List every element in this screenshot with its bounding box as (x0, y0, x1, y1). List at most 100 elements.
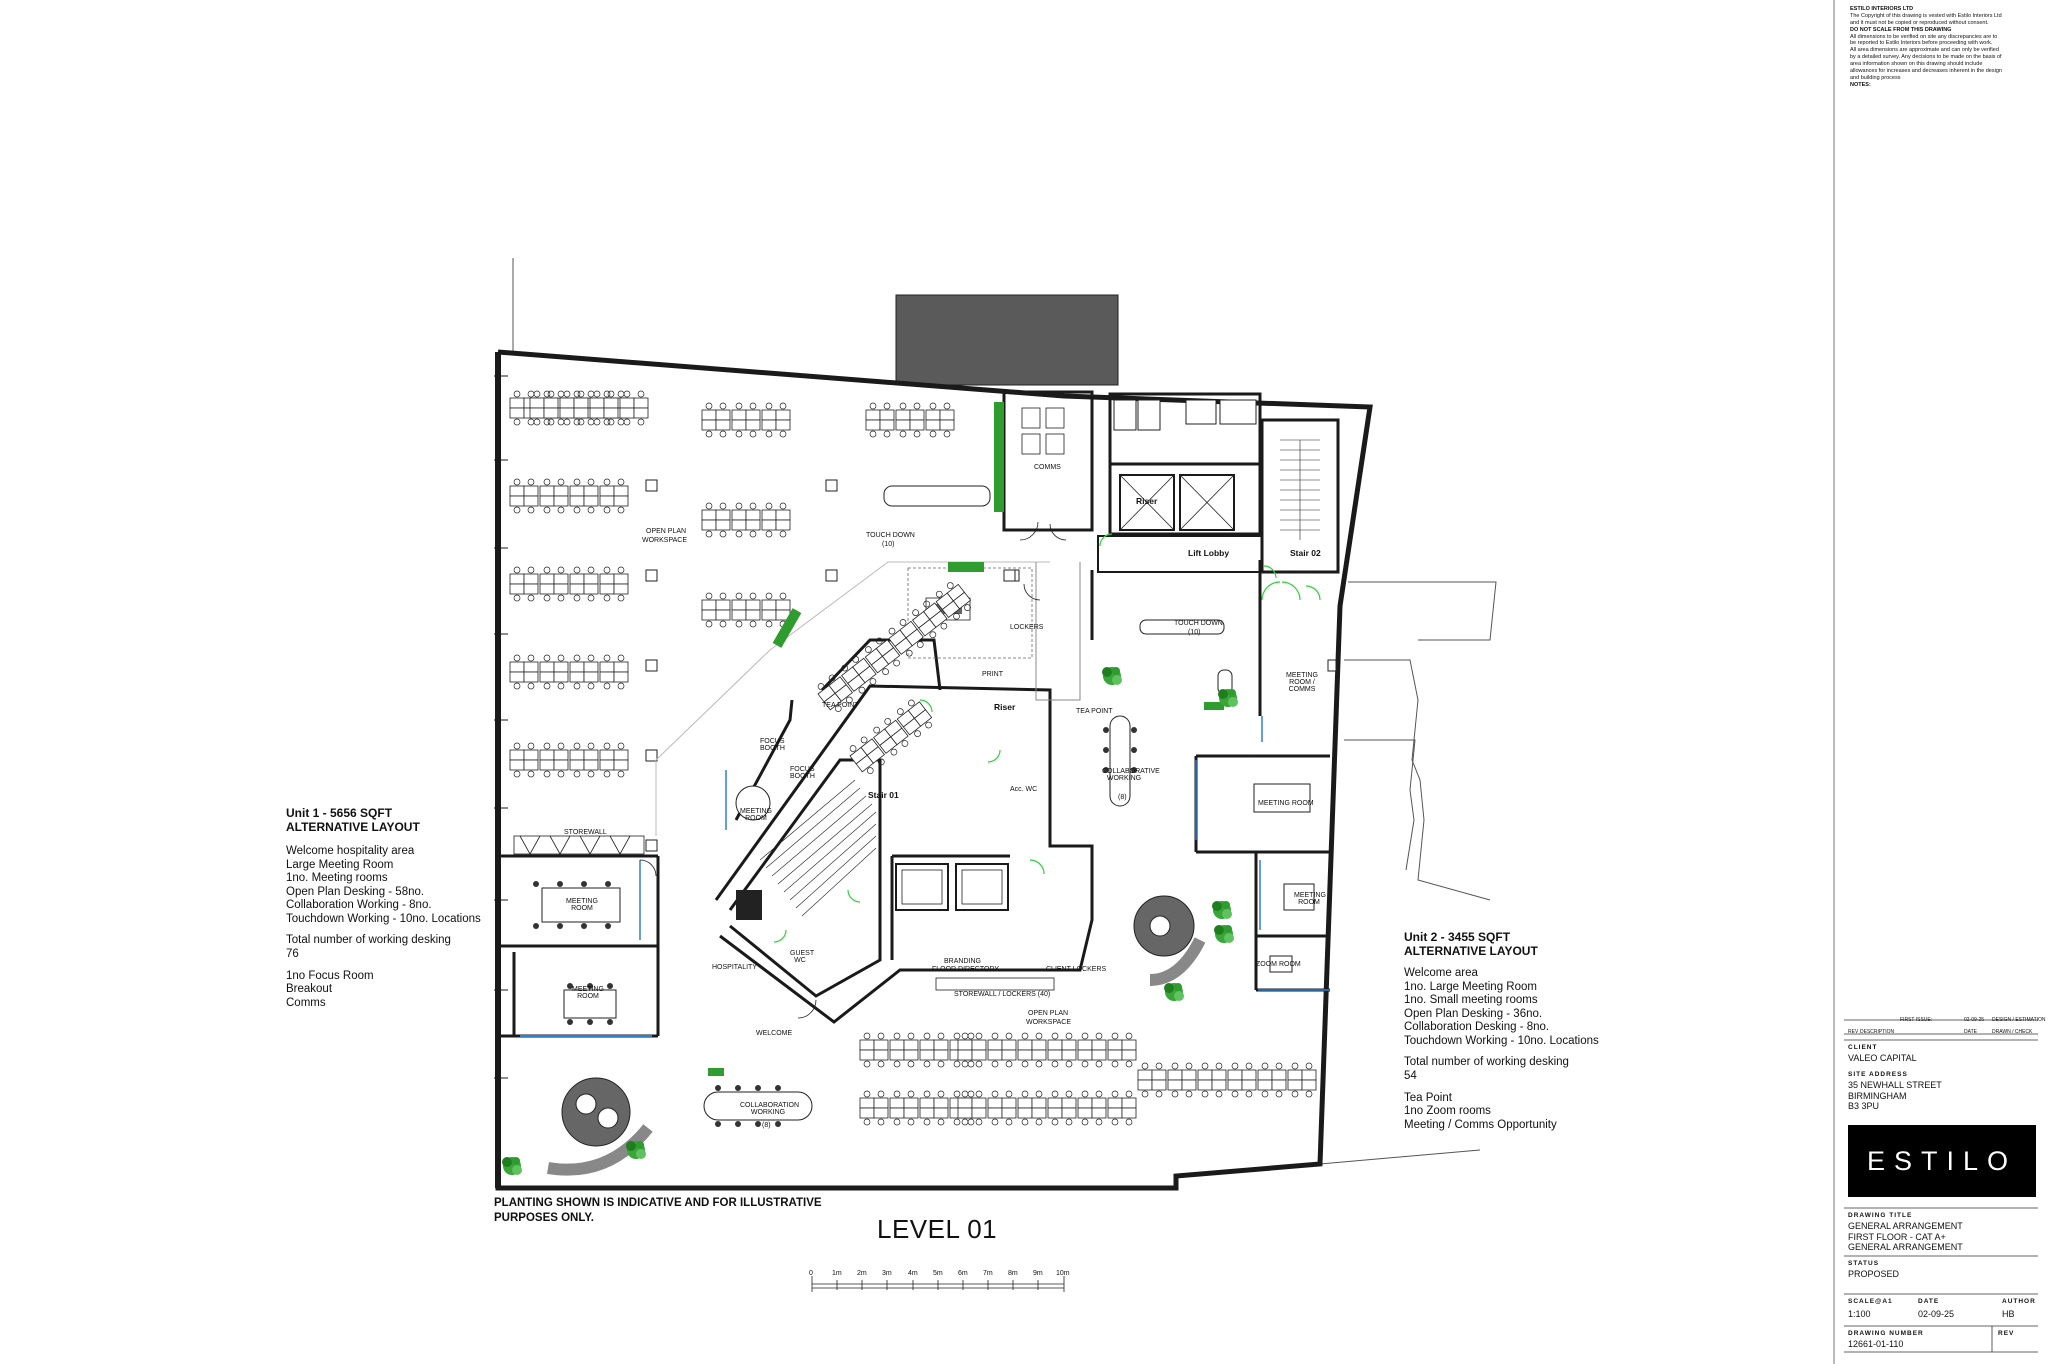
date-value: 02-09-25 (1918, 1309, 1955, 1319)
unit2-total-value: 54 (1404, 1069, 1417, 1082)
room-label-meeting-room-comms: MEETING ROOM / COMMS (1286, 672, 1318, 693)
drawing-title: GENERAL ARRANGEMENT FIRST FLOOR - CAT A+… (1848, 1221, 1963, 1253)
client-value: VALEO CAPITAL (1848, 1053, 1917, 1063)
scale-tick: 0 (809, 1270, 813, 1277)
unit2-line: Collaboration Desking - 8no. (1404, 1021, 1550, 1034)
drawing-number-value: 12661-01-110 (1848, 1339, 1904, 1349)
unit1-line: Collaboration Working - 8no. (286, 899, 432, 912)
room-label-meeting-room: MEETING ROOM (566, 898, 598, 912)
room-label-collaboration-count: (8) (762, 1122, 771, 1129)
unit1-extra: 1no Focus Room (286, 969, 374, 982)
room-label-collaborative-working: COLLABORATIVE WORKING (1102, 768, 1160, 782)
scale-tick: 6m (958, 1270, 968, 1277)
room-label-client-lockers: CLIENT LOCKERS (1046, 966, 1107, 973)
room-label-welcome: WELCOME (756, 1030, 793, 1037)
room-label-focus-booth: FOCUS BOOTH (790, 766, 815, 780)
room-label-comms: COMMS (1034, 464, 1061, 471)
unit2-title-line2: ALTERNATIVE LAYOUT (1404, 944, 1538, 959)
unit2-line: Open Plan Desking - 36no. (1404, 1007, 1543, 1020)
unit2-title-line1: Unit 2 - 3455 SQFT (1404, 930, 1511, 944)
room-label-branding: BRANDING (944, 958, 981, 965)
unit1-total-value: 76 (286, 947, 299, 960)
scale-tick: 5m (933, 1270, 943, 1277)
unit2-total-label: Total number of working desking (1404, 1056, 1569, 1069)
notes-line: allowances for increases and decreases i… (1850, 67, 2002, 74)
room-label-open-plan: OPEN PLAN (1028, 1010, 1069, 1017)
planting-note-line1: PLANTING SHOWN IS INDICATIVE AND FOR ILL… (494, 1197, 822, 1209)
room-label-floor-directory: FLOOR DIRECTORY (932, 966, 1000, 973)
first-issue-stage: DESIGN / ESTIMATION (1992, 1017, 2046, 1023)
room-label-touch-down: TOUCH DOWN (1174, 620, 1223, 627)
room-label-meeting-room: MEETING ROOM (1294, 892, 1326, 906)
planting-note: PLANTING SHOWN IS INDICATIVE AND FOR ILL… (494, 1196, 822, 1226)
scale-tick: 4m (908, 1270, 918, 1277)
status-value: PROPOSED (1848, 1269, 1900, 1279)
room-label-zoom-room: ZOOM ROOM (1256, 961, 1301, 968)
scale-value: 1:100 (1848, 1309, 1871, 1319)
room-label-print: PRINT (982, 671, 1003, 678)
unit1-line: 1no. Meeting rooms (286, 872, 388, 885)
drawing-title-line: FIRST FLOOR - CAT A+ (1848, 1231, 1946, 1242)
room-label-touch-down: TOUCH DOWN (866, 532, 915, 539)
unit2-line: 1no. Large Meeting Room (1404, 980, 1537, 993)
unit1-extra: Breakout (286, 983, 333, 996)
scale-tick: 9m (1033, 1270, 1043, 1277)
room-label-acc-wc: Acc. WC (1010, 786, 1038, 793)
scale-label: SCALE@A1 (1848, 1298, 1893, 1305)
scale-tick: 1m (832, 1270, 842, 1277)
notes-line: and it must not be copied or reproduced … (1850, 19, 1989, 26)
planting-note-line2: PURPOSES ONLY. (494, 1211, 594, 1224)
room-label-meeting-room: MEETING ROOM (1258, 800, 1314, 807)
room-label-storewall: STOREWALL (564, 829, 607, 836)
unit1-title-line1: Unit 1 - 5656 SQFT (286, 806, 393, 820)
status-label: STATUS (1848, 1260, 1880, 1267)
rev-col-rev: REV (1848, 1029, 1859, 1035)
room-label-meeting-room: MEETING ROOM (740, 808, 772, 822)
author-value: HB (2002, 1309, 2015, 1319)
room-label-stair-02: Stair 02 (1290, 548, 1321, 558)
notes-line: DO NOT SCALE FROM THIS DRAWING (1850, 26, 1952, 33)
level-title: LEVEL 01 (877, 1214, 998, 1244)
room-label-stair-01: Stair 01 (868, 790, 899, 800)
site-address-line: 35 NEWHALL STREET (1848, 1080, 1942, 1090)
notes-heading: ESTILO INTERIORS LTD (1850, 6, 1914, 12)
unit1-line: Large Meeting Room (286, 858, 394, 871)
title-block-notes: ESTILO INTERIORS LTD The Copyright of th… (1850, 6, 2002, 89)
room-label-touch-down-count: (10) (882, 541, 895, 548)
room-label-storewall-lockers: STOREWALL / LOCKERS (40) (954, 991, 1051, 998)
room-label-focus-booth: FOCUS BOOTH (760, 738, 785, 752)
scale-tick: 3m (882, 1270, 892, 1277)
unit2-title: Unit 2 - 3455 SQFT ALTERNATIVE LAYOUT (1404, 930, 1538, 958)
room-label-workspace: WORKSPACE (1026, 1019, 1071, 1026)
notes-line: The Copyright of this drawing is vested … (1850, 12, 2002, 19)
room-label-lift-lobby: Lift Lobby (1188, 548, 1230, 558)
rev-col-drawn: DRAWN / CHECK (1992, 1029, 2033, 1035)
notes-line: be reported to Estilo Interiors before p… (1850, 40, 1993, 47)
scale-tick: 8m (1008, 1270, 1018, 1277)
rev-col-date: DATE (1964, 1029, 1977, 1035)
site-address-line: BIRMINGHAM (1848, 1090, 1907, 1101)
unit2-extra: Meeting / Comms Opportunity (1404, 1118, 1557, 1131)
room-label-collaboration-working: COLLABORATION WORKING (740, 1102, 799, 1116)
rev-label: REV (1998, 1330, 2015, 1337)
unit1-summary: Welcome hospitality area Large Meeting R… (286, 845, 481, 1010)
room-label-meeting-room: MEETING ROOM (572, 986, 604, 1000)
client-label: CLIENT (1848, 1044, 1878, 1051)
room-label-lockers: LOCKERS (1010, 624, 1044, 631)
drawing-title-label: DRAWING TITLE (1848, 1212, 1913, 1219)
unit2-line: Touchdown Working - 10no. Locations (1404, 1034, 1599, 1047)
unit2-line: Welcome area (1404, 967, 1478, 979)
room-label-tea-point: TEA POINT (1076, 708, 1113, 715)
site-address-line: B3 3PU (1848, 1101, 1880, 1112)
unit1-line: Touchdown Working - 10no. Locations (286, 912, 481, 925)
notes-line: by a detailed survey. Any decisions to b… (1850, 54, 2002, 61)
room-label-guest-wc: GUEST WC (790, 950, 815, 964)
unit1-line: Open Plan Desking - 58no. (286, 885, 425, 898)
scale-tick: 2m (857, 1270, 867, 1277)
notes-line: area information shown on this drawing s… (1850, 61, 1983, 67)
unit2-extra: 1no Zoom rooms (1404, 1105, 1491, 1118)
notes-line: All dimensions to be verified on site an… (1850, 33, 1998, 40)
room-label-workspace: WORKSPACE (642, 537, 687, 544)
notes-line: All area dimensions are approximate and … (1850, 47, 1999, 54)
